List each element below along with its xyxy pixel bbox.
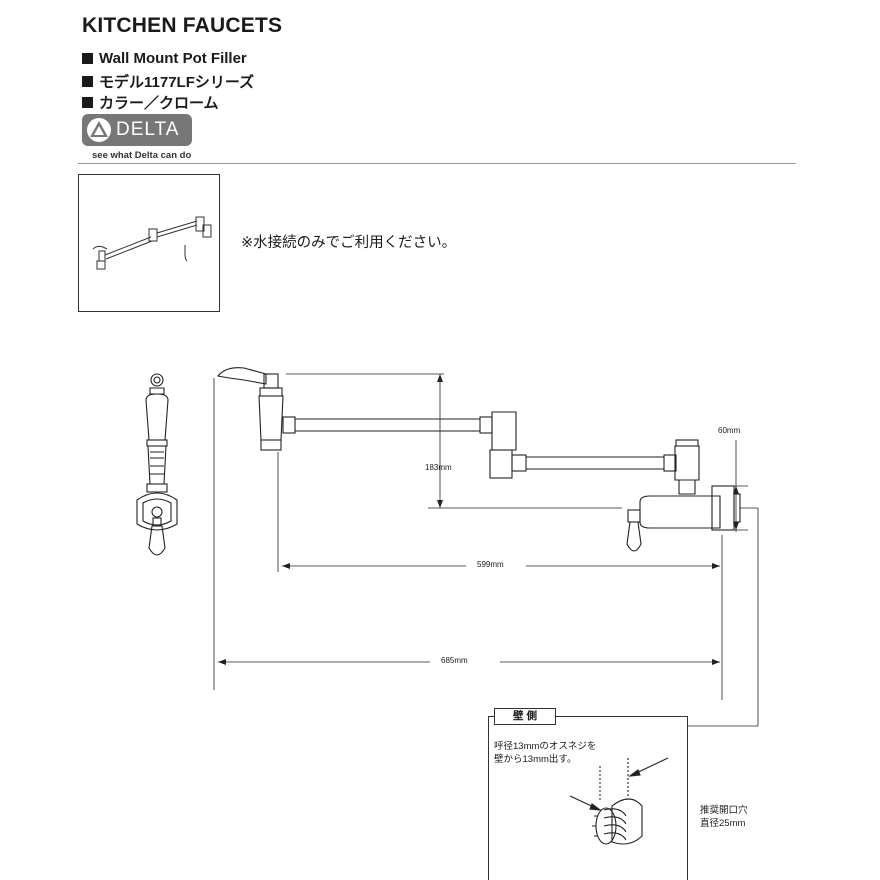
delta-triangle-icon xyxy=(87,118,111,142)
bullet-square-icon xyxy=(82,53,93,64)
dimension-arrows xyxy=(218,374,739,665)
dim-reach-total-label: 685mm xyxy=(441,656,468,665)
logo-text: DELTA xyxy=(116,119,180,140)
thumbnail-faucet-drawing xyxy=(92,216,212,270)
wall-hole-spec: 推奨開口穴 直径25mm xyxy=(700,805,748,829)
spec-model: モデル1177LFシリーズ xyxy=(82,71,254,92)
dimension-lines xyxy=(213,373,759,727)
spec-name: Wall Mount Pot Filler xyxy=(82,50,247,67)
side-view-faucet xyxy=(136,373,178,556)
dim-height-label: 183mm xyxy=(425,463,452,472)
spec-color: カラー／クローム xyxy=(82,92,219,113)
bullet-square-icon xyxy=(82,76,93,87)
header-divider xyxy=(78,163,796,164)
wall-detail-box xyxy=(488,716,688,880)
dim-wall-depth-label: 60mm xyxy=(718,426,741,435)
delta-logo: DELTA xyxy=(82,114,192,146)
front-view-faucet xyxy=(217,367,741,552)
wall-side-tag: 壁 側 xyxy=(494,708,556,725)
dim-reach-inner-label: 599mm xyxy=(477,560,504,569)
bullet-square-icon xyxy=(82,97,93,108)
product-thumbnail xyxy=(78,174,220,312)
wall-instruction: 呼径13mmのオスネジを 壁から13mm出す。 xyxy=(494,741,597,765)
usage-note: ※水接続のみでご利用ください。 xyxy=(241,235,457,251)
page-title: KITCHEN FAUCETS xyxy=(82,14,283,37)
brand-tagline: see what Delta can do xyxy=(92,150,192,161)
wall-detail-drawing xyxy=(569,757,669,845)
